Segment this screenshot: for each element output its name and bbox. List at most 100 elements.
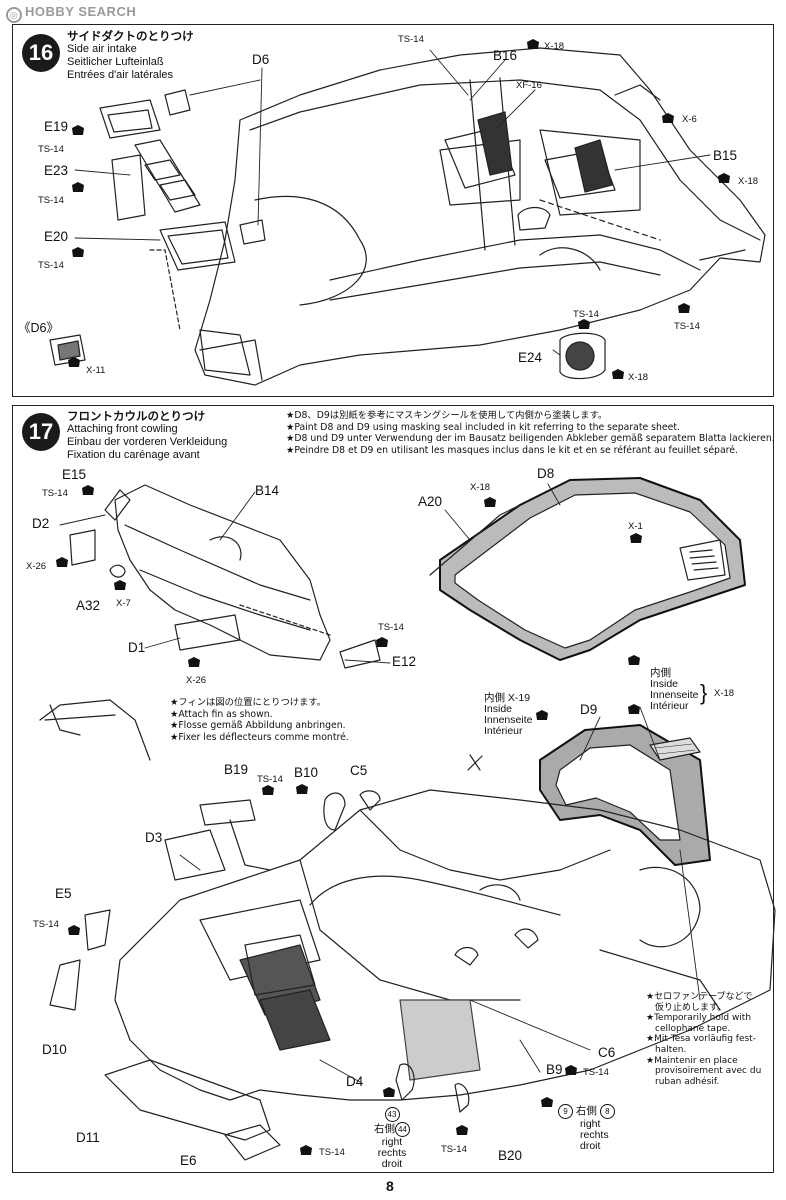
paint-note-fr: ★Peindre D8 et D9 en utilisant les masqu… <box>286 444 738 456</box>
inside-mid-de: Innenseite <box>484 714 533 726</box>
label-e15: E15 <box>62 467 87 482</box>
label-d6-bracket: 《D6》 <box>18 321 59 335</box>
label-ts14-b9: TS-14 <box>583 1067 609 1078</box>
label-d11: D11 <box>76 1130 100 1145</box>
step-16-title-jp: サイドダクトのとりつけ <box>67 29 194 43</box>
circled-43: 43 <box>384 1107 400 1122</box>
inside-mid-group: 内側 X-19 Inside Innenseite Intérieur <box>484 693 532 737</box>
tape-note: ★セロファンテープなどで 仮り止めします。 ★Temporarily hold … <box>646 992 761 1087</box>
fin-note-de: ★Flosse gemäß Abbildung anbringen. <box>170 720 346 731</box>
paint-note-de: ★D8 und D9 unter Verwendung der im Bausa… <box>286 433 775 444</box>
paint-marker-ts14-e12 <box>376 637 388 647</box>
hobby-search-logo-icon: ◎ <box>6 7 22 23</box>
inside-mid-fr: Intérieur <box>484 725 523 737</box>
label-ts14-e5: TS-14 <box>33 919 59 930</box>
tape-note-jp-2: 仮り止めします。 <box>646 1002 727 1013</box>
inside-top-group: 内側 Inside Innenseite Intérieur <box>650 668 698 712</box>
inside-top-en: Inside <box>650 678 679 690</box>
paint-marker-x7 <box>114 580 126 590</box>
label-e5: E5 <box>55 886 72 901</box>
paint-marker-ts14-e19 <box>72 125 84 135</box>
label-b16: B16 <box>493 48 518 63</box>
label-d1: D1 <box>128 640 146 655</box>
paint-note: ★D8、D9は別紙を参考にマスキングシールを使用して内側から塗装します。 ★Pa… <box>286 410 775 456</box>
paint-marker-x6 <box>662 113 674 123</box>
label-a20: A20 <box>418 494 443 509</box>
watermark: ◎HOBBY SEARCH <box>6 4 136 23</box>
right-9-fr: droit <box>580 1140 601 1152</box>
paint-marker-b9 <box>565 1065 577 1075</box>
paint-marker-x18-b15 <box>718 173 730 183</box>
paint-marker-ts14-e15 <box>82 485 94 495</box>
fin-inset <box>39 699 151 761</box>
label-e24: E24 <box>518 350 543 365</box>
circled-44: 44 <box>395 1122 410 1137</box>
inside-mid-en: Inside <box>484 703 513 715</box>
label-x18-b16: X-18 <box>544 41 565 52</box>
intake-parts-right <box>49 111 616 380</box>
inside-mid-jp: 内側 <box>484 692 505 704</box>
paint-marker-ts14-e24 <box>578 319 590 329</box>
paint-marker-43 <box>383 1087 395 1097</box>
right-43-fr: droit <box>381 1158 403 1170</box>
inside-top-jp: 内側 <box>650 667 671 679</box>
rear-body-shell <box>194 47 766 386</box>
label-d2: D2 <box>32 516 50 531</box>
label-x18-b15: X-18 <box>738 176 759 187</box>
step-17-leaders <box>59 483 701 1083</box>
car-body <box>49 754 776 1161</box>
paint-marker-d9 <box>628 704 640 714</box>
paint-marker-x18-a20 <box>484 497 496 507</box>
paint-marker-9 <box>541 1097 553 1107</box>
label-ts14-e23: TS-14 <box>38 195 64 206</box>
right-43-jp: 右側 <box>374 1123 395 1135</box>
label-ts14-e6: TS-14 <box>319 1147 345 1158</box>
tape-note-de-2: halten. <box>646 1044 687 1055</box>
fin-note: ★フィンは図の位置にとりつけます。 ★Attach fin as shown. … <box>170 697 349 743</box>
paint-marker-inside-x18 <box>628 655 640 665</box>
label-e20: E20 <box>44 229 69 244</box>
paint-marker-ts14-e23 <box>72 182 84 192</box>
inside-top-de: Innenseite <box>650 689 699 701</box>
right-43-de: rechts <box>377 1147 407 1159</box>
label-d3: D3 <box>145 830 163 845</box>
fin-note-fr: ★Fixer les déflecteurs comme montré. <box>170 731 349 743</box>
tape-note-en-1: ★Temporarily hold with <box>646 1013 752 1024</box>
label-b15: B15 <box>713 148 738 163</box>
step-17-title-jp: フロントカウルのとりつけ <box>67 409 206 423</box>
label-x6: X-6 <box>682 114 697 125</box>
tape-note-en-2: cellophane tape. <box>646 1023 731 1034</box>
paint-note-jp: ★D8、D9は別紙を参考にマスキングシールを使用して内側から塗装します。 <box>286 410 608 421</box>
label-b20: B20 <box>498 1148 523 1163</box>
right-43-en: right <box>381 1136 403 1148</box>
label-x7: X-7 <box>116 598 131 609</box>
tape-note-fr-3: ruban adhésif. <box>646 1076 720 1087</box>
label-x18-a20: X-18 <box>470 482 491 493</box>
label-xf16: XF-16 <box>516 80 542 91</box>
label-x1: X-1 <box>628 521 643 532</box>
label-x11: X-11 <box>86 365 106 376</box>
fin-note-jp: ★フィンは図の位置にとりつけます。 <box>170 697 327 708</box>
label-ts14-b20: TS-14 <box>441 1144 467 1155</box>
label-e12: E12 <box>392 654 417 669</box>
step-16-title-fr: Entrées d'air latérales <box>67 69 174 81</box>
label-ts14-e24: TS-14 <box>573 309 599 320</box>
step-16-title: サイドダクトのとりつけ Side air intake Seitlicher L… <box>67 30 194 82</box>
inside-top-code: X-18 <box>714 688 735 699</box>
right-9-en: right <box>580 1118 601 1130</box>
inside-top-fr: Intérieur <box>650 700 689 712</box>
paint-marker-ts14-e20 <box>72 247 84 257</box>
label-ts14-e12: TS-14 <box>378 622 404 633</box>
label-d9: D9 <box>580 702 598 717</box>
label-b9: B9 <box>546 1062 563 1077</box>
step-16-leaders <box>74 49 711 356</box>
step-17-title-fr: Fixation du carénage avant <box>67 449 200 461</box>
paint-marker-x1 <box>630 533 642 543</box>
step-16-badge: 16 <box>22 34 60 72</box>
paint-marker-ts14-e5 <box>68 925 80 935</box>
step-16-title-de: Seitlicher Lufteinlaß <box>67 56 164 68</box>
paint-markers <box>56 39 730 1155</box>
inside-top-brace: } <box>700 680 708 705</box>
paint-note-en: ★Paint D8 and D9 using masking seal incl… <box>286 421 680 433</box>
